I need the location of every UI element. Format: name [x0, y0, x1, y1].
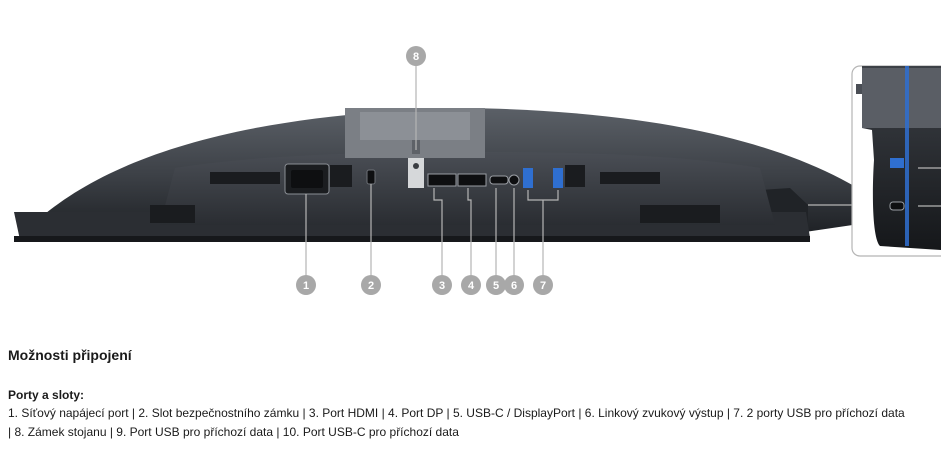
callout-badges: 1 2 3 4 5 6 7 8 [296, 46, 553, 295]
callout-1: 1 [296, 275, 316, 295]
callout-7: 7 [533, 275, 553, 295]
port-hdmi [427, 173, 457, 187]
ports-description: 1. Síťový napájecí port | 2. Slot bezpeč… [8, 406, 905, 439]
callout-4: 4 [461, 275, 481, 295]
stand-mount [345, 108, 485, 158]
callout-6: 6 [504, 275, 524, 295]
port-dp [457, 173, 487, 187]
svg-text:7: 7 [540, 280, 546, 292]
svg-text:8: 8 [413, 51, 419, 63]
callout-3: 3 [432, 275, 452, 295]
port-audio [508, 174, 520, 186]
port-usb-c [489, 175, 509, 185]
callout-8: 8 [406, 46, 426, 66]
port-usb-downstream [523, 168, 563, 188]
callout-2: 2 [361, 275, 381, 295]
svg-text:5: 5 [493, 280, 499, 292]
svg-text:1: 1 [303, 280, 309, 292]
svg-text:6: 6 [511, 280, 517, 292]
side-detail-inset [851, 65, 941, 257]
callout-5: 5 [486, 275, 506, 295]
ports-heading: Porty a sloty: [8, 388, 85, 402]
port-stand-lock [408, 158, 424, 188]
monitor-back-ports-figure: 1 2 3 4 5 6 7 8 [14, 46, 941, 295]
svg-text:4: 4 [468, 280, 475, 292]
section-title: Možnosti připojení [8, 347, 132, 363]
port-power [284, 163, 330, 195]
port-security-slot [366, 169, 376, 185]
vent-grilles [150, 165, 720, 223]
svg-text:3: 3 [439, 280, 445, 292]
callout-leader-lines [305, 66, 852, 276]
svg-text:2: 2 [368, 280, 374, 292]
